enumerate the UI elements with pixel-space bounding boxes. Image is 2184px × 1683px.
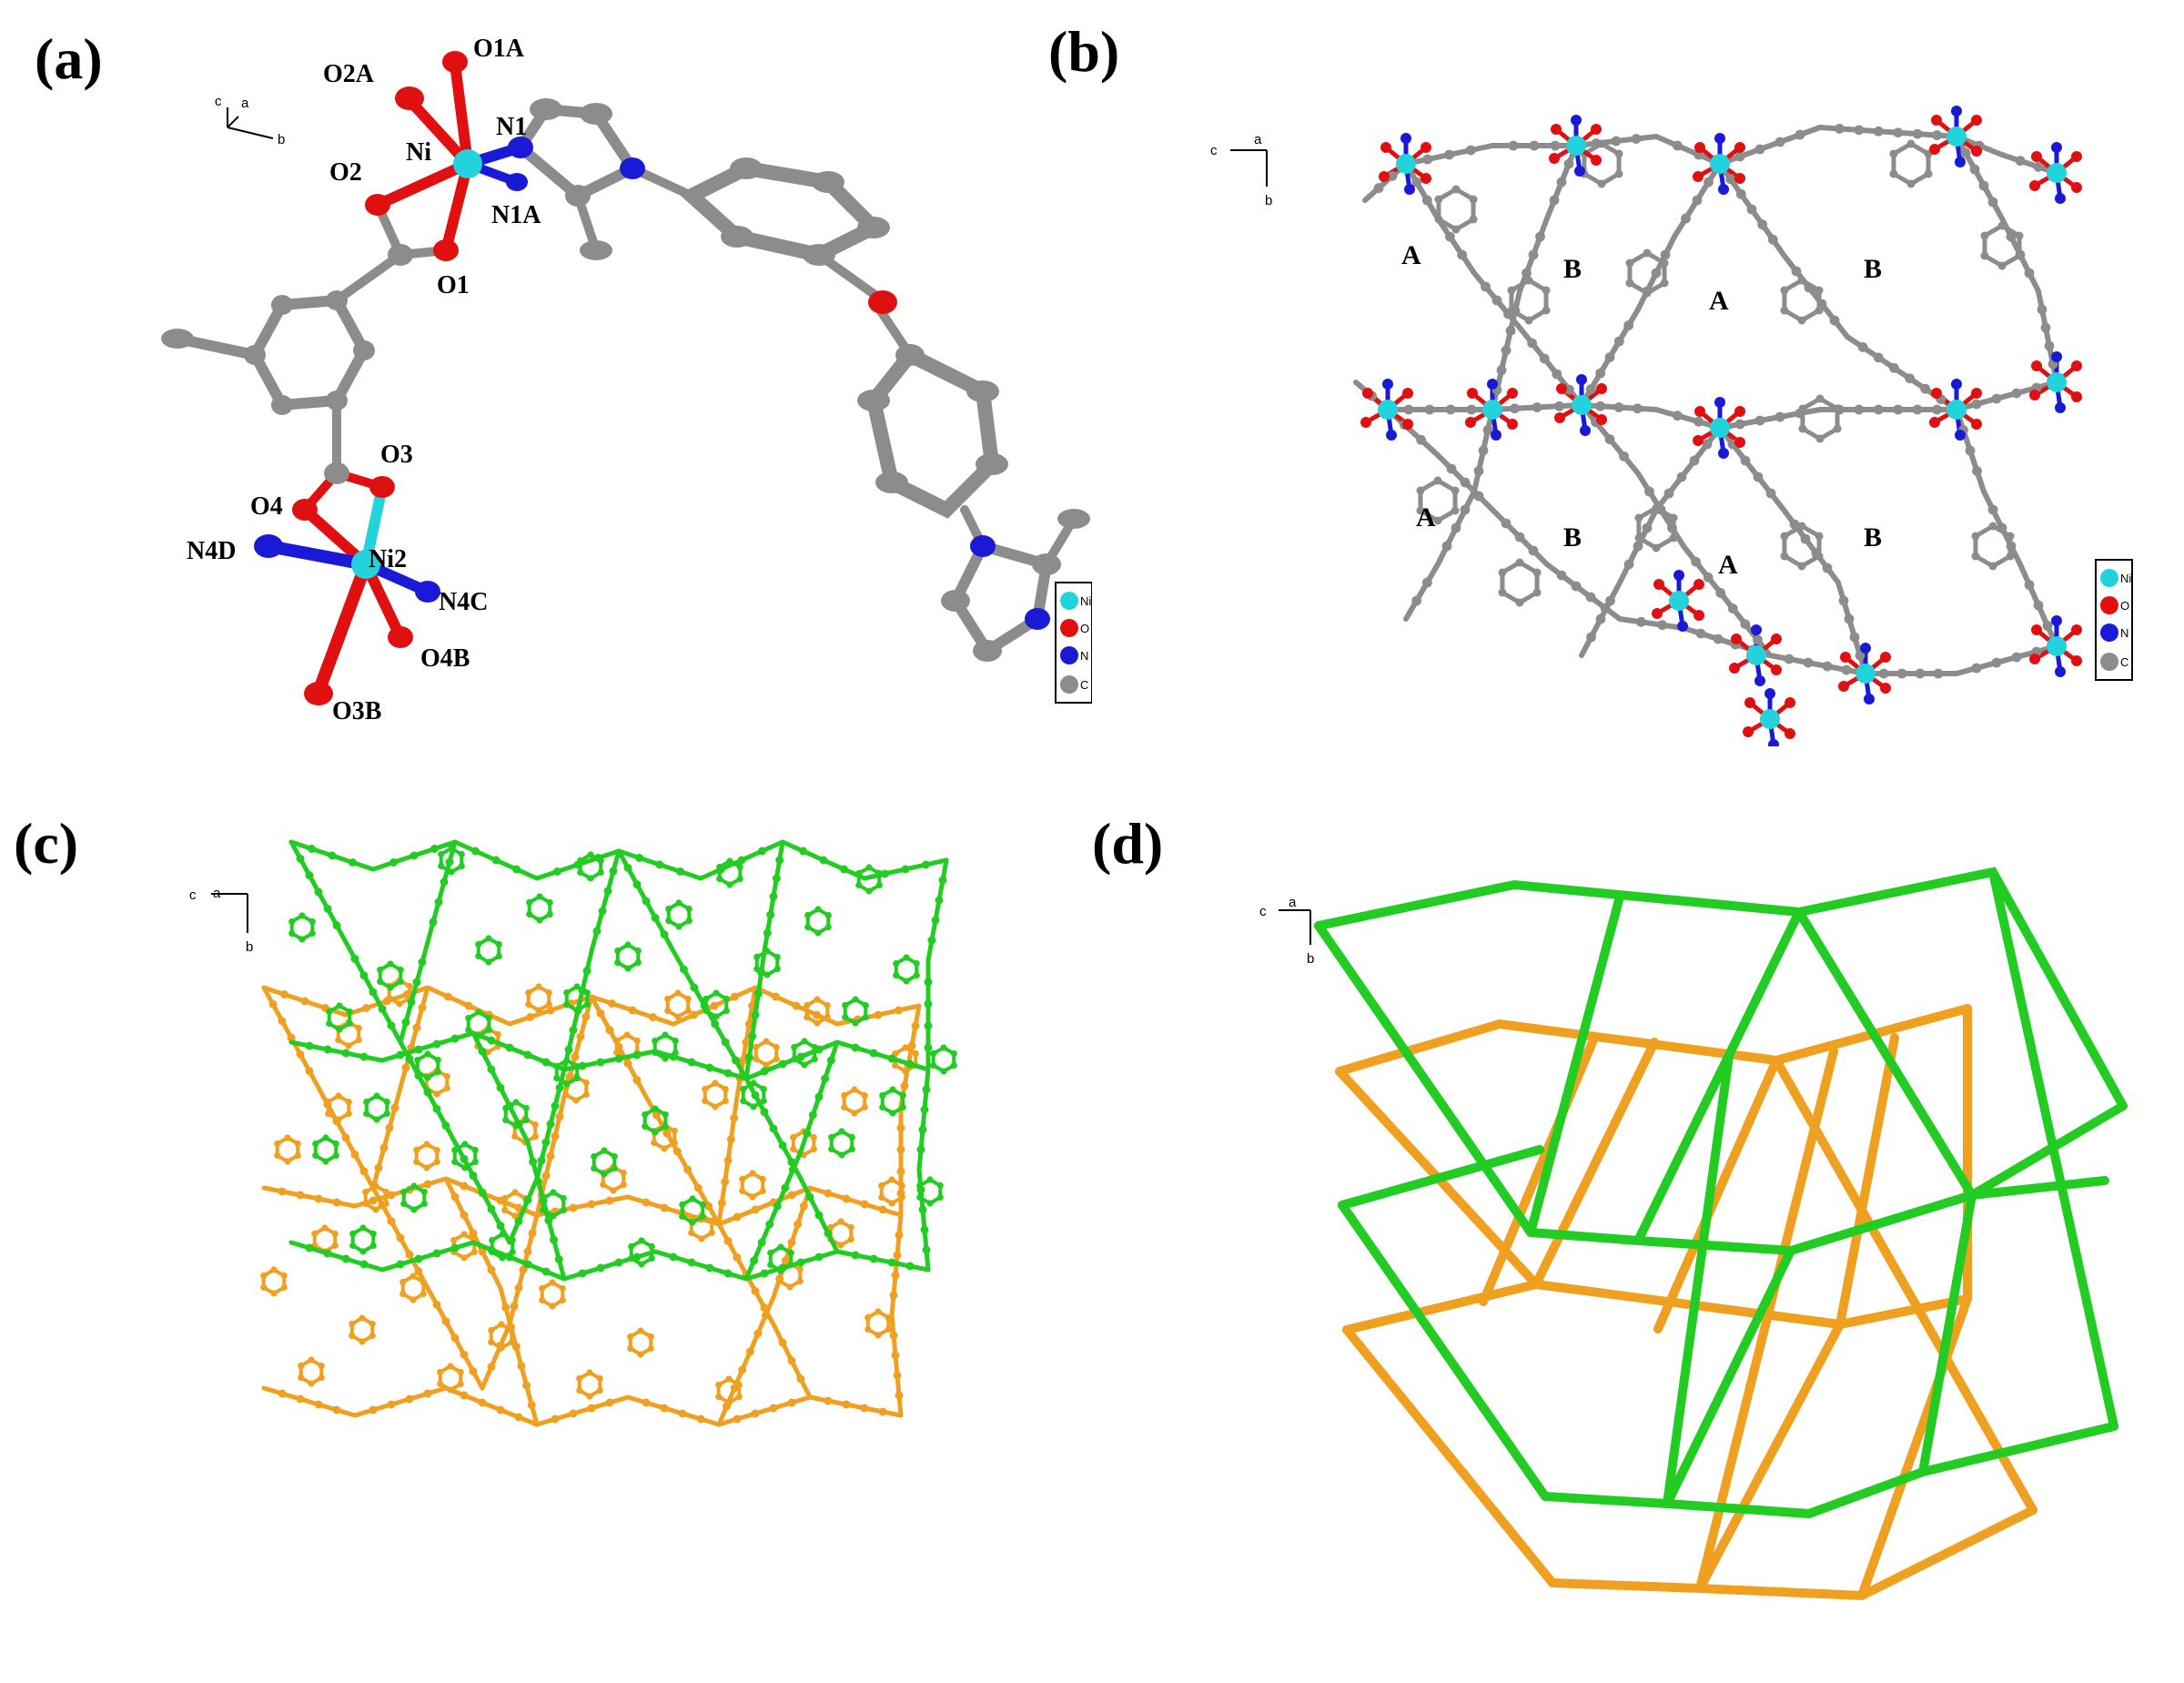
panel-b-label: (b): [1048, 19, 1120, 84]
legend-b-o-label: O: [2120, 599, 2129, 613]
ring-label-6: B: [1563, 522, 1582, 553]
atom-label-ni2: Ni2: [369, 545, 407, 573]
panel-b: (b) c a b A B A B A B A B Ni O N C: [1048, 0, 2184, 750]
ring-label-5: A: [1416, 502, 1436, 532]
atom-label-n1a: N1A: [491, 201, 541, 229]
panel-a-axis-triad: c a b: [215, 94, 285, 147]
atom-label-ni: Ni: [406, 138, 431, 167]
panel-a-axis-c: c: [215, 94, 222, 109]
atom-label-o4b: O4B: [420, 644, 470, 673]
legend-b-n-label: N: [2120, 626, 2128, 640]
legend-a-o-label: O: [1080, 622, 1089, 635]
panel-d-axis-a: a: [1289, 895, 1297, 910]
atom-label-o1: O1: [437, 271, 470, 299]
panel-c-axis-c: c: [189, 887, 197, 903]
atom-label-n4c: N4C: [439, 588, 488, 616]
panel-d-axis-triad: c a b: [1259, 895, 1314, 967]
panel-d-topology: c a b: [1259, 867, 2128, 1601]
ring-label-7: A: [1718, 550, 1738, 580]
panel-c-interpenetrated-network: c a b: [189, 839, 957, 1427]
legend-a-c-label: C: [1080, 678, 1088, 692]
panel-c-orange-net: [260, 977, 922, 1427]
atom-label-o2: O2: [329, 158, 362, 187]
legend-a-ni-label: Ni: [1080, 594, 1091, 608]
atom-label-o2a: O2A: [323, 60, 375, 88]
panel-b-network: c a b A B A B A B A B Ni O N C: [1210, 106, 2133, 750]
panel-b-axis-triad: c a b: [1210, 132, 1272, 208]
panel-c: (c) c a b: [0, 783, 1092, 1678]
ring-label-1: A: [1401, 240, 1421, 270]
panel-a: (a) c a b: [0, 0, 1093, 746]
panel-a-axis-a: a: [241, 96, 249, 111]
panel-a-axis-b: b: [278, 132, 285, 147]
panel-d-axis-b: b: [1307, 951, 1314, 967]
panel-a-bonds: [172, 58, 1078, 698]
panel-d-axis-c: c: [1259, 904, 1267, 919]
panel-c-label: (c): [14, 811, 79, 876]
panel-c-axis-triad: c a b: [189, 886, 253, 955]
panel-b-axis-c: c: [1210, 143, 1218, 158]
panel-b-axis-b: b: [1265, 193, 1272, 208]
panel-c-green-net: [288, 839, 957, 1282]
atom-label-o3: O3: [380, 441, 413, 469]
atom-label-o1a: O1A: [473, 35, 525, 63]
legend-ni-swatch: [1060, 592, 1078, 610]
panel-d-label: (d): [1092, 811, 1164, 876]
panel-c-axis-a: a: [213, 886, 221, 901]
panel-d-green-net: [1314, 867, 2128, 1519]
panel-a-atoms: [161, 51, 1090, 705]
atom-label-o3b: O3B: [332, 697, 381, 725]
ring-label-8: B: [1864, 522, 1882, 553]
legend-n-swatch: [1060, 646, 1078, 664]
panel-c-axis-b: b: [246, 939, 253, 955]
atom-label-n1: N1: [496, 113, 527, 141]
legend-c-swatch: [1060, 675, 1078, 694]
panel-a-structure: c a b: [161, 35, 1093, 725]
panel-b-legend: Ni O N C: [2095, 559, 2133, 681]
ring-label-3: A: [1709, 286, 1729, 316]
legend-a-n-label: N: [1080, 649, 1088, 663]
panel-b-axis-a: a: [1254, 132, 1262, 147]
atom-label-n4d: N4D: [187, 537, 236, 565]
legend-b-c-label: C: [2120, 655, 2128, 669]
ring-label-4: B: [1864, 254, 1882, 284]
panel-a-label: (a): [35, 26, 103, 91]
panel-a-legend: Ni O N C: [1055, 582, 1093, 704]
legend-o-swatch: [1060, 619, 1078, 637]
panel-d: (d) c a b: [1092, 783, 2184, 1678]
panel-b-atoms: [1360, 106, 2082, 750]
atom-label-o4: O4: [250, 492, 283, 521]
legend-b-ni-label: Ni: [2120, 572, 2131, 585]
ring-label-2: B: [1563, 254, 1582, 284]
